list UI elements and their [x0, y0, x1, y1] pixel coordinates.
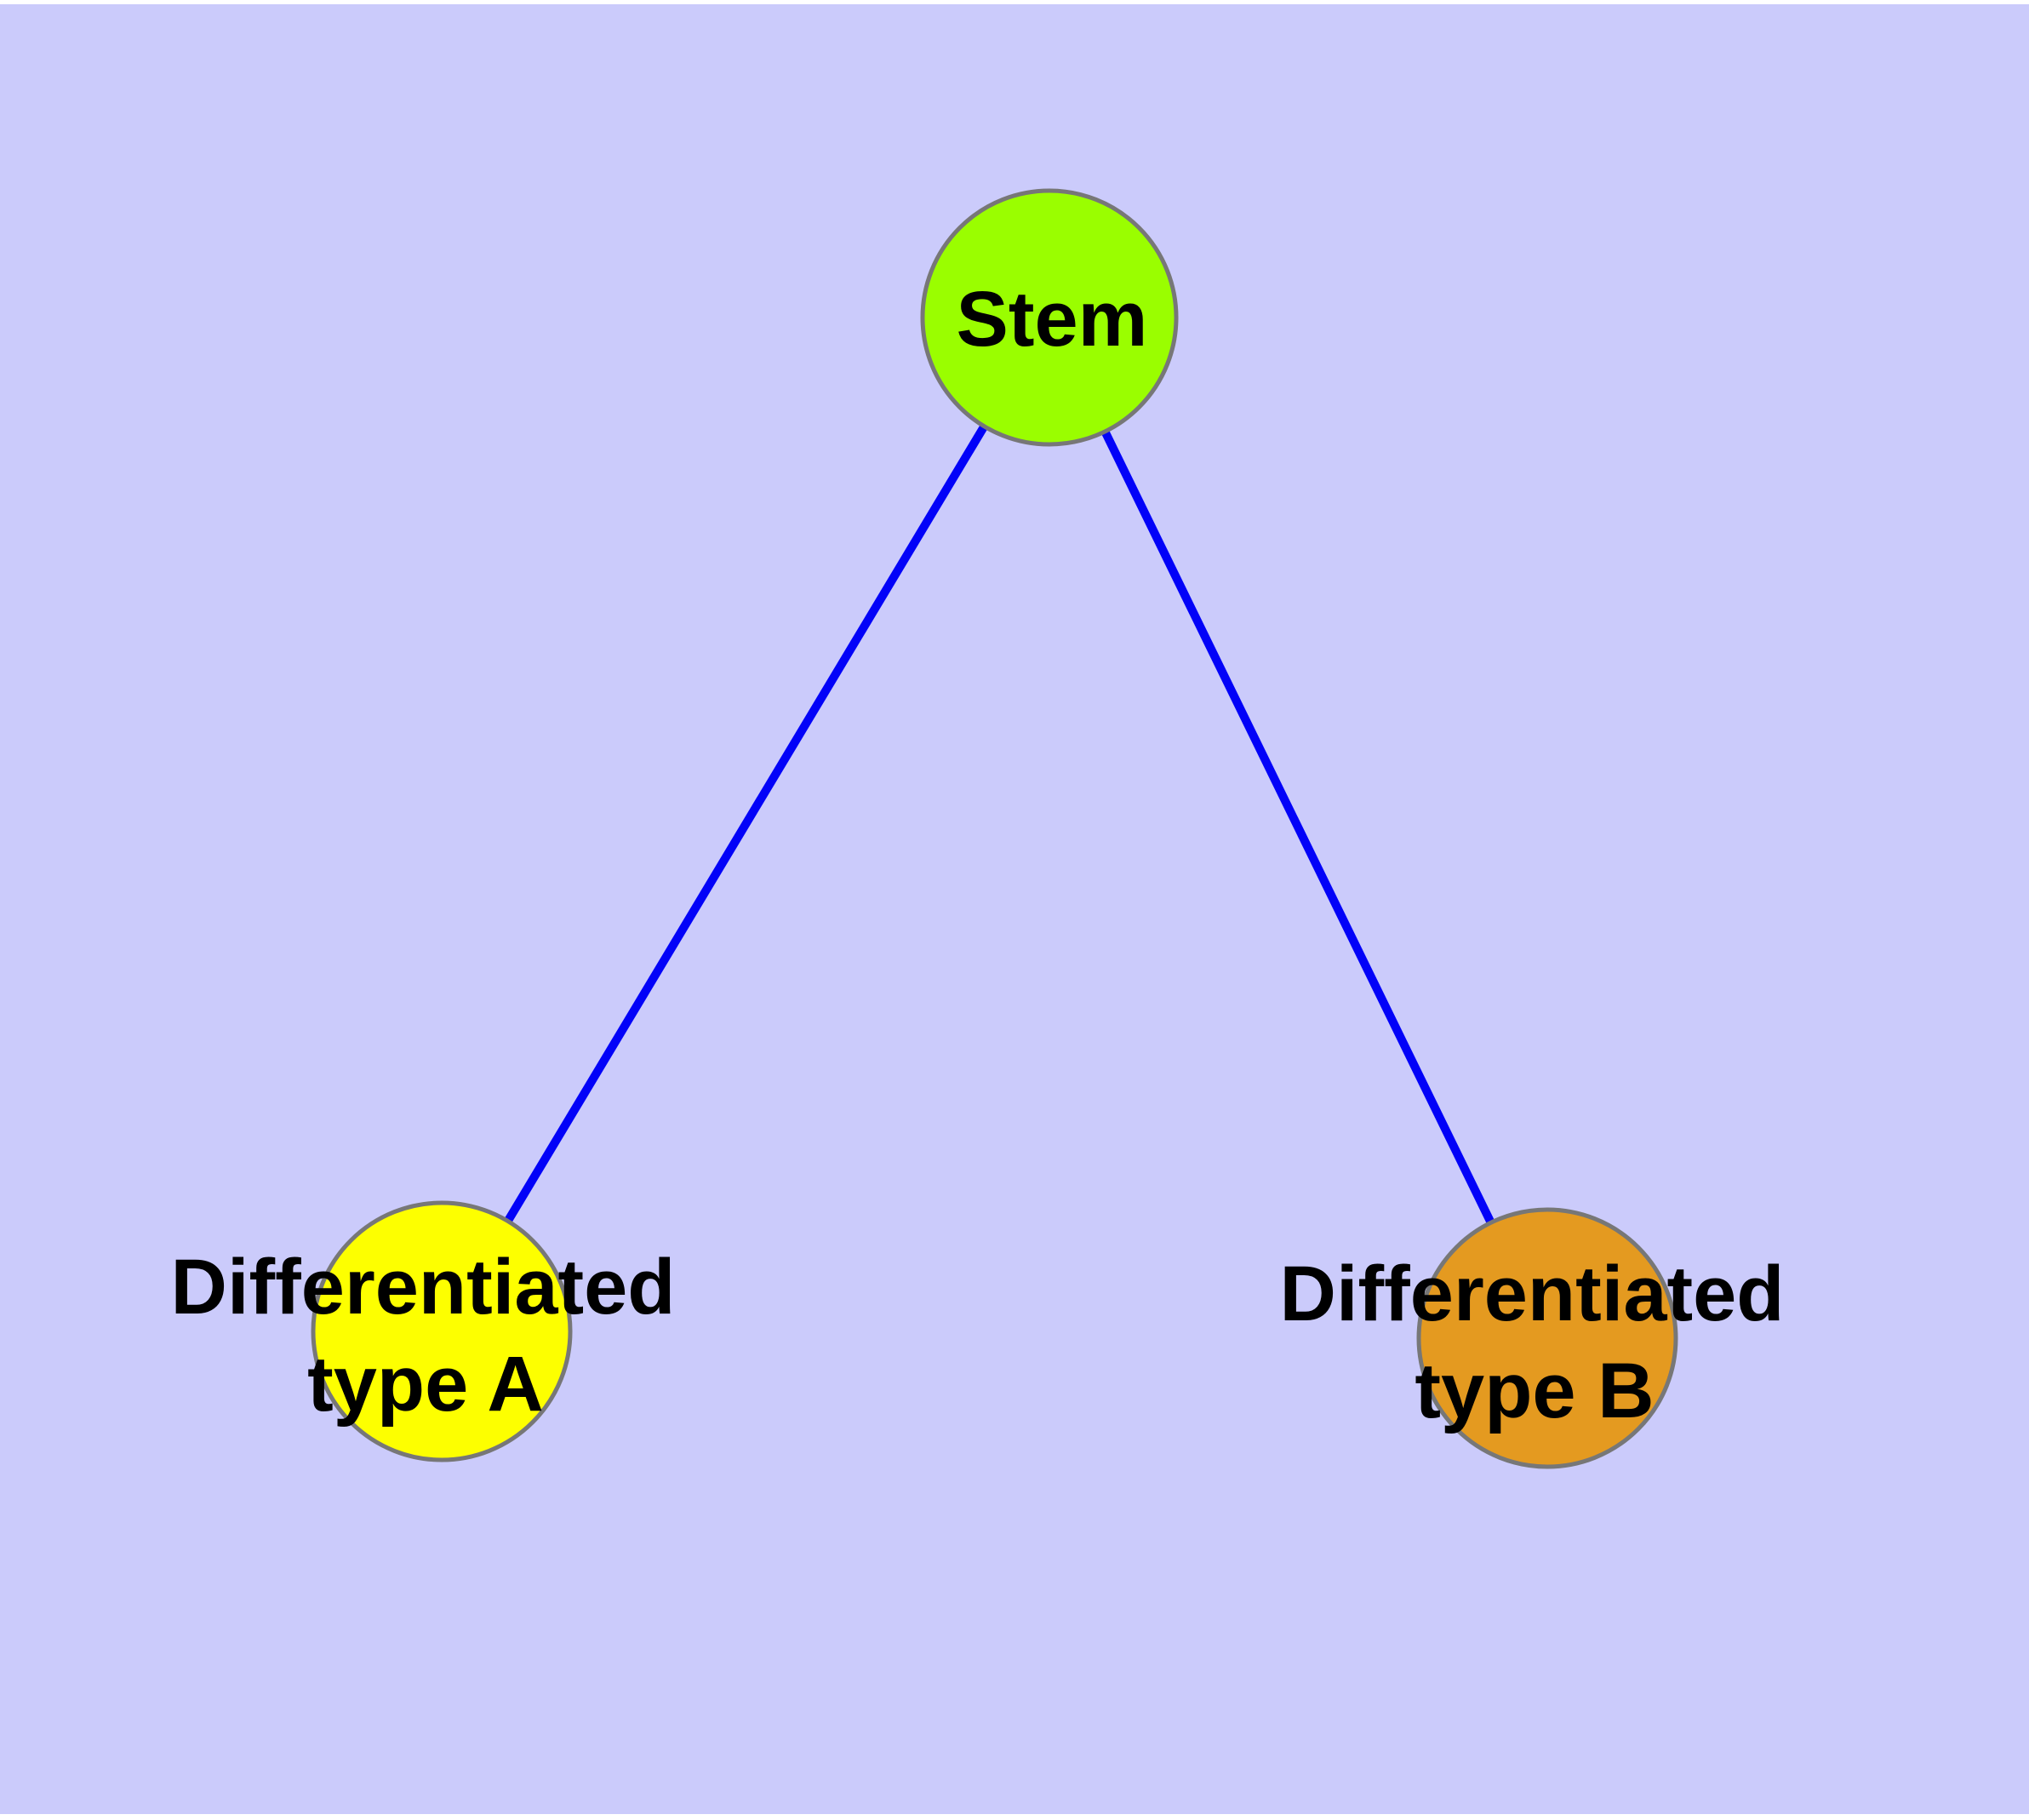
node-type-b-label-line2: type B: [1415, 1348, 1654, 1434]
node-stem-label: Stem: [957, 276, 1148, 363]
node-type-a-circle: [311, 1200, 573, 1462]
node-type-a-label-line1: Differentiated: [171, 1244, 676, 1331]
edge-stem-to-type-b: [1045, 315, 1552, 1341]
node-type-b-label-line1: Differentiated: [1280, 1251, 1785, 1337]
node-type-b-circle: [1416, 1207, 1678, 1469]
node-type-a-label-line2: type A: [307, 1341, 544, 1428]
node-stem-circle: [920, 188, 1179, 447]
edge-stem-to-type-a: [437, 315, 1054, 1334]
